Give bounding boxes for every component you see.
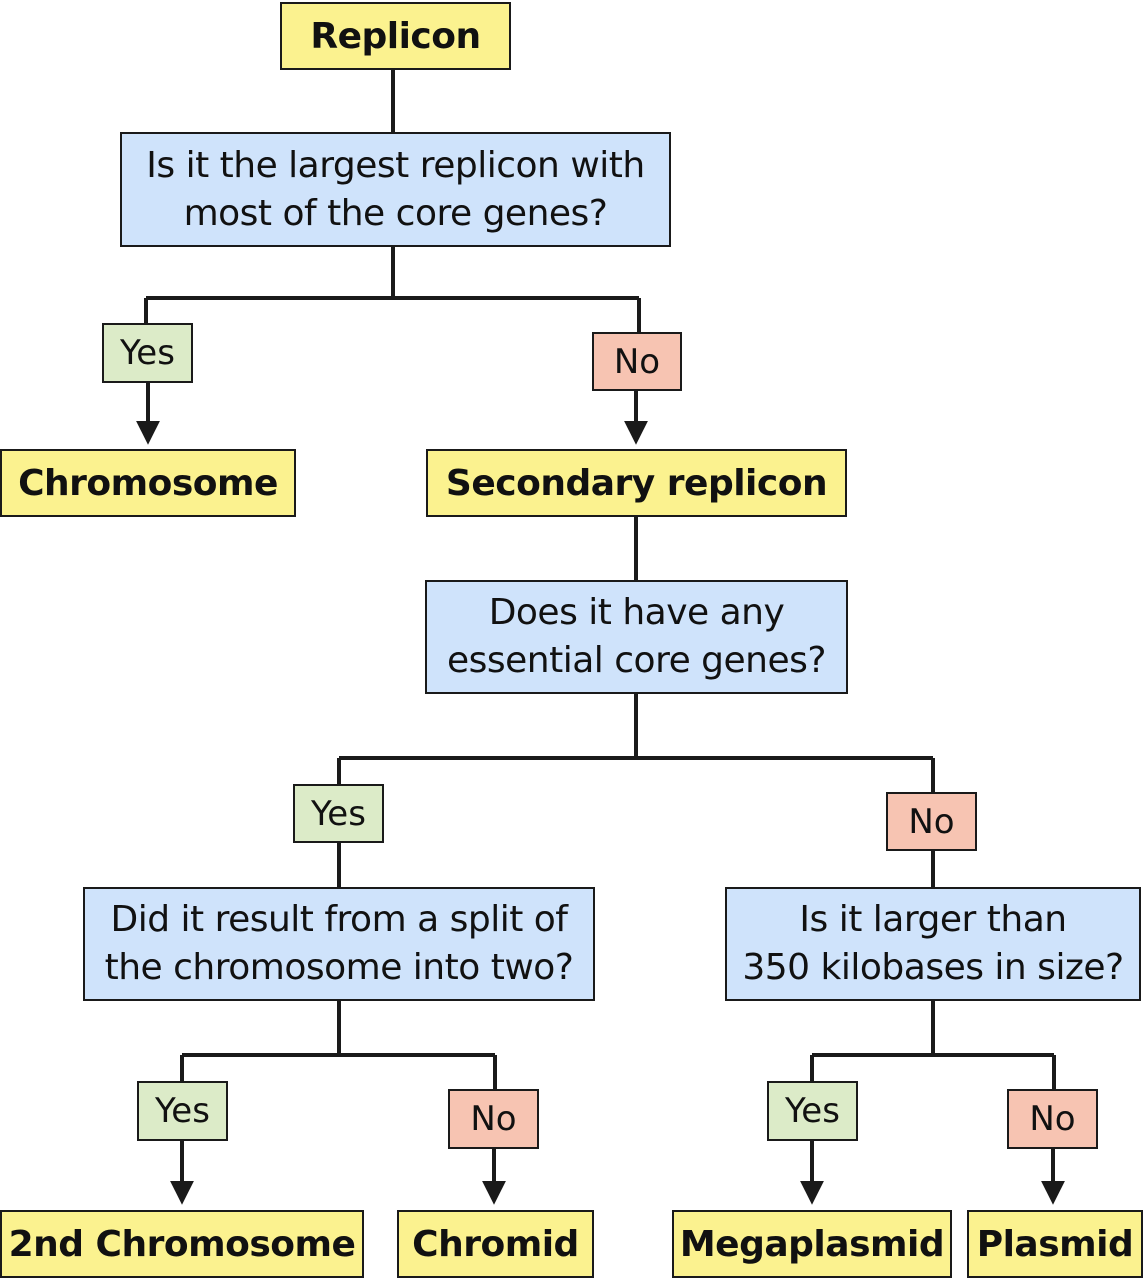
q3-no-label: No <box>448 1089 539 1149</box>
root-node-replicon: Replicon <box>280 2 511 70</box>
q1-yes-label: Yes <box>102 323 193 383</box>
question-3-text: Did it result from a split of the chromo… <box>104 899 574 988</box>
question-larger-than-350kb: Is it larger than 350 kilobases in size? <box>725 887 1141 1001</box>
q2-yes-label: Yes <box>293 784 384 843</box>
question-4-text: Is it larger than 350 kilobases in size? <box>742 899 1124 988</box>
q4-no-label: No <box>1007 1089 1098 1149</box>
q4-yes-label: Yes <box>767 1081 858 1141</box>
q1-no-label: No <box>592 332 682 391</box>
q3-yes-label: Yes <box>137 1081 228 1141</box>
result-chromid: Chromid <box>397 1210 594 1278</box>
result-secondary-replicon: Secondary replicon <box>426 449 847 517</box>
question-chromosome-split: Did it result from a split of the chromo… <box>83 887 595 1001</box>
q2-no-label: No <box>886 792 977 851</box>
result-megaplasmid: Megaplasmid <box>672 1210 952 1278</box>
question-largest-replicon: Is it the largest replicon with most of … <box>120 132 671 247</box>
root-label: Replicon <box>310 15 481 57</box>
result-plasmid: Plasmid <box>967 1210 1143 1278</box>
question-essential-core-genes: Does it have any essential core genes? <box>425 580 848 694</box>
result-2nd-chromosome: 2nd Chromosome <box>0 1210 364 1278</box>
result-chromosome: Chromosome <box>0 449 296 517</box>
question-2-text: Does it have any essential core genes? <box>447 592 827 681</box>
question-1-text: Is it the largest replicon with most of … <box>146 144 645 234</box>
